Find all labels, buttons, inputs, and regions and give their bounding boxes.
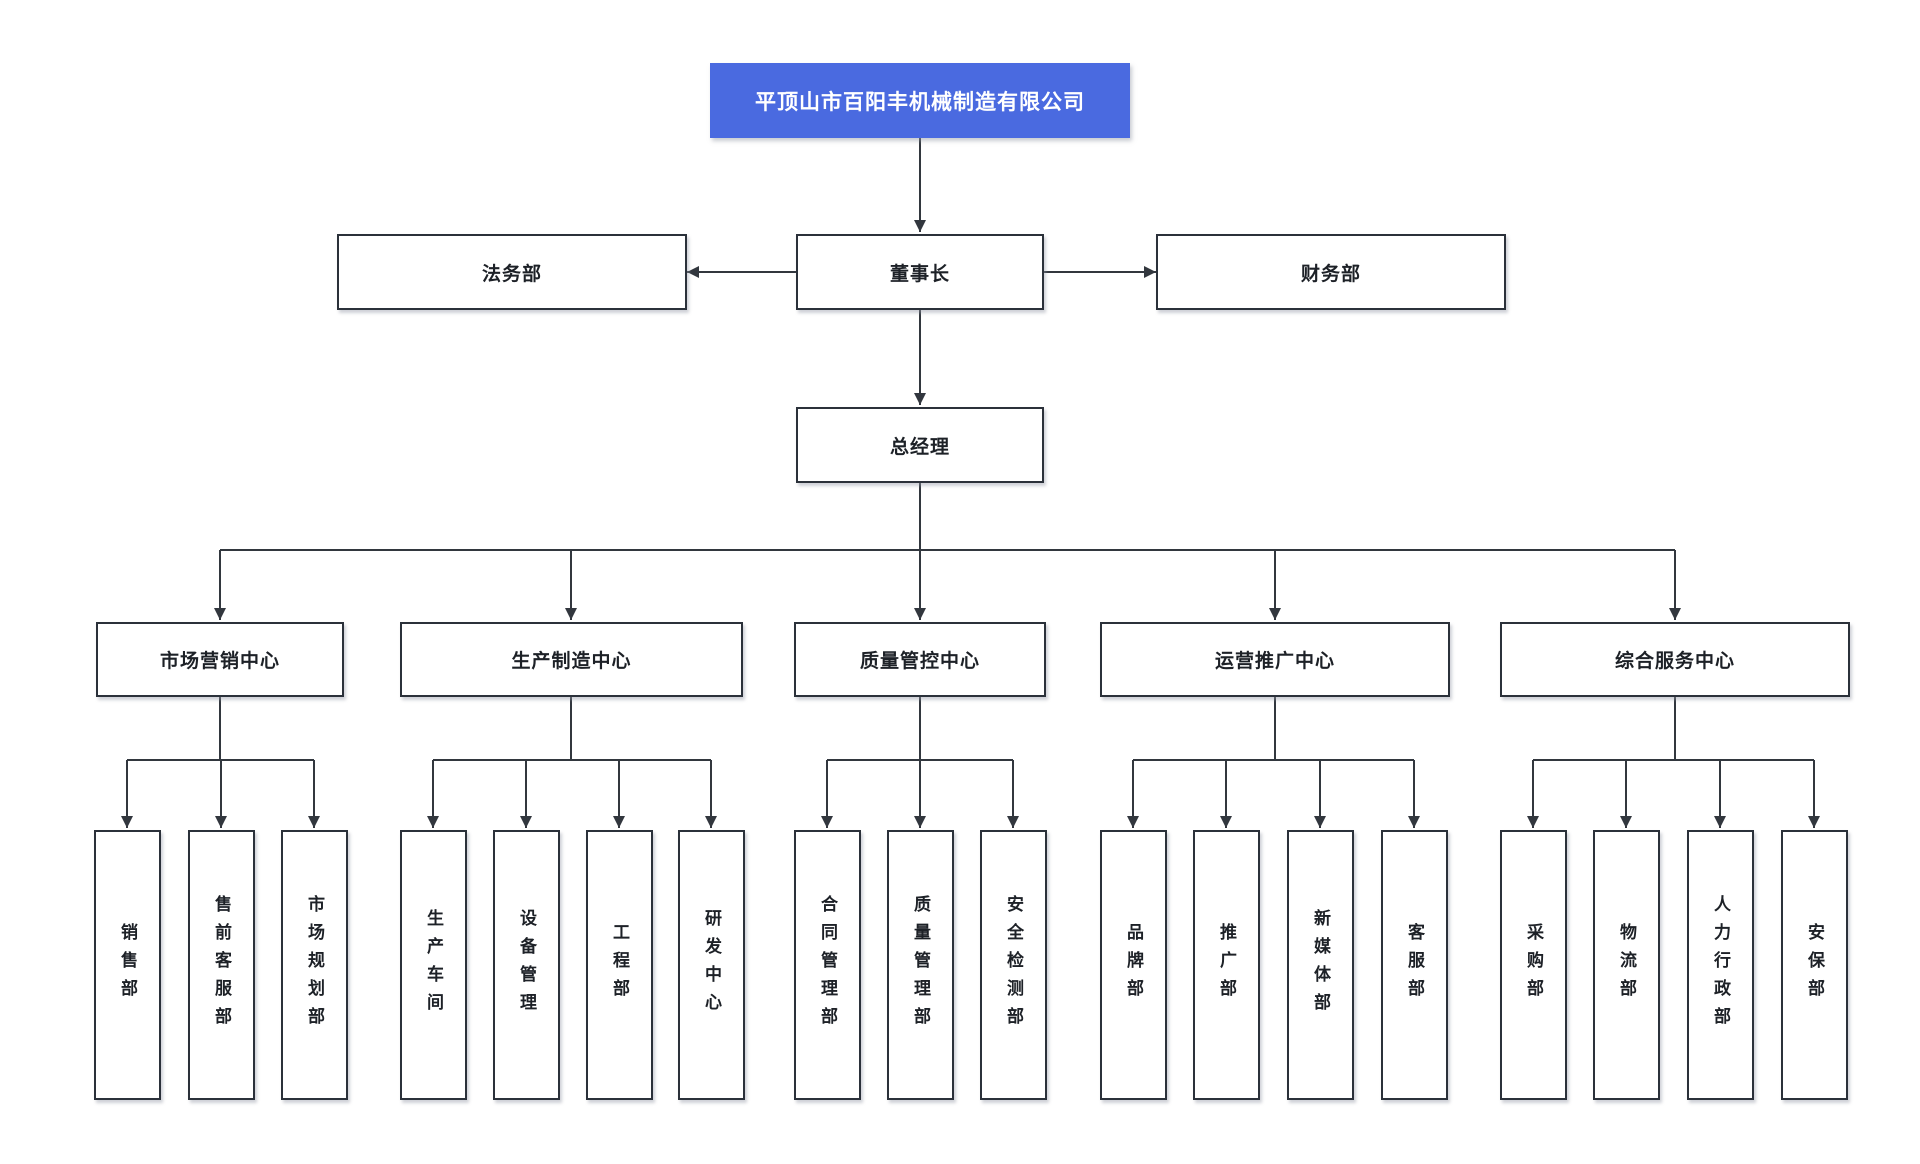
center-services-label: 综合服务中心 [1614, 651, 1735, 672]
node-dept-procurement: 采购部 [1500, 830, 1567, 1100]
node-dept-logistics: 物流部 [1593, 830, 1660, 1100]
dept-security-label: 安保部 [1805, 923, 1824, 1007]
dept-engineering-label: 工程部 [610, 923, 629, 1007]
node-dept-production-workshop: 生产车间 [400, 830, 467, 1100]
node-center-marketing: 市场营销中心 [96, 622, 344, 697]
node-dept-sales: 销售部 [94, 830, 161, 1100]
node-center-quality: 质量管控中心 [794, 622, 1046, 697]
dept-market-planning-label: 市场规划部 [305, 895, 324, 1035]
node-legal-dept: 法务部 [337, 234, 687, 310]
node-center-operations: 运营推广中心 [1100, 622, 1450, 697]
node-dept-customer-service: 客服部 [1381, 830, 1448, 1100]
dept-customer-service-label: 客服部 [1405, 923, 1424, 1007]
node-dept-presales-service: 售前客服部 [188, 830, 255, 1100]
node-dept-safety-testing: 安全检测部 [980, 830, 1047, 1100]
dept-hr-admin-label: 人力行政部 [1711, 895, 1730, 1035]
center-quality-label: 质量管控中心 [859, 651, 980, 672]
node-dept-rd-center: 研发中心 [678, 830, 745, 1100]
node-dept-market-planning: 市场规划部 [281, 830, 348, 1100]
dept-procurement-label: 采购部 [1524, 923, 1543, 1007]
dept-promotion-label: 推广部 [1217, 923, 1236, 1007]
node-dept-contract-mgmt: 合同管理部 [794, 830, 861, 1100]
center-operations-label: 运营推广中心 [1214, 651, 1335, 672]
center-marketing-label: 市场营销中心 [159, 651, 280, 672]
node-dept-hr-admin: 人力行政部 [1687, 830, 1754, 1100]
general-manager-label: 总经理 [889, 436, 950, 458]
dept-safety-testing-label: 安全检测部 [1004, 895, 1023, 1035]
node-company-root: 平顶山市百阳丰机械制造有限公司 [710, 63, 1130, 138]
dept-new-media-label: 新媒体部 [1311, 909, 1330, 1021]
dept-sales-label: 销售部 [118, 923, 137, 1007]
dept-quality-mgmt-label: 质量管理部 [911, 895, 930, 1035]
node-dept-security: 安保部 [1781, 830, 1848, 1100]
node-dept-equipment-mgmt: 设备管理 [493, 830, 560, 1100]
chairman-label: 董事长 [889, 263, 950, 285]
company-name-label: 平顶山市百阳丰机械制造有限公司 [755, 90, 1085, 114]
node-dept-engineering: 工程部 [586, 830, 653, 1100]
dept-rd-center-label: 研发中心 [702, 909, 721, 1021]
legal-dept-label: 法务部 [481, 263, 542, 285]
dept-production-workshop-label: 生产车间 [424, 909, 443, 1021]
connector-group [121, 138, 1820, 828]
node-dept-promotion: 推广部 [1193, 830, 1260, 1100]
dept-contract-mgmt-label: 合同管理部 [818, 895, 837, 1035]
node-dept-new-media: 新媒体部 [1287, 830, 1354, 1100]
finance-dept-label: 财务部 [1300, 263, 1361, 285]
node-center-production: 生产制造中心 [400, 622, 743, 697]
dept-logistics-label: 物流部 [1617, 923, 1636, 1007]
dept-brand-label: 品牌部 [1124, 923, 1143, 1007]
center-production-label: 生产制造中心 [511, 651, 632, 672]
node-dept-brand: 品牌部 [1100, 830, 1167, 1100]
dept-presales-service-label: 售前客服部 [212, 895, 231, 1035]
node-dept-quality-mgmt: 质量管理部 [887, 830, 954, 1100]
node-general-manager: 总经理 [796, 407, 1044, 483]
node-chairman: 董事长 [796, 234, 1044, 310]
node-center-services: 综合服务中心 [1500, 622, 1850, 697]
node-finance-dept: 财务部 [1156, 234, 1506, 310]
dept-equipment-mgmt-label: 设备管理 [517, 909, 536, 1021]
